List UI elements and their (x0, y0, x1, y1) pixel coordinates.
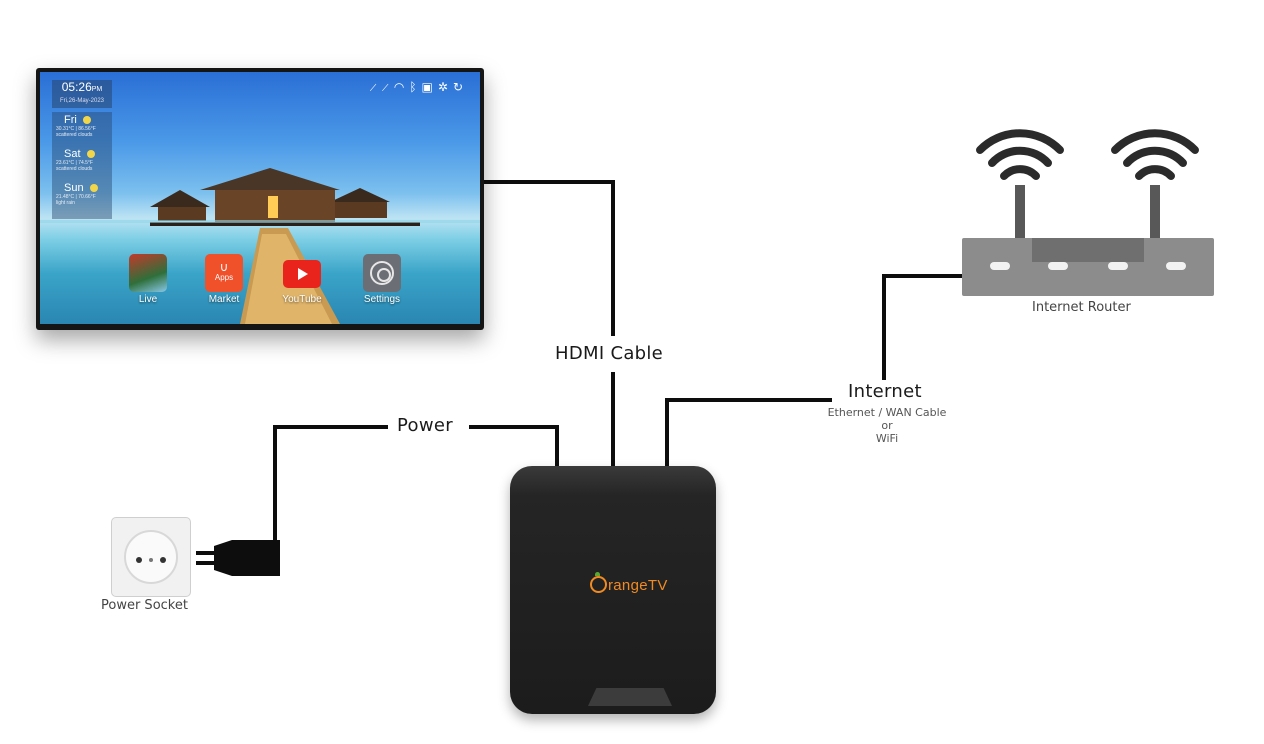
power-label: Power (397, 415, 453, 436)
weather-condition: light rain (56, 200, 75, 206)
router-led (1048, 262, 1068, 270)
weather-day: Sat 23.61°C | 74.5°F scattered clouds (52, 148, 112, 172)
hdmi-cable-label: HDMI Cable (555, 343, 664, 364)
weather-temp: 30.31°C | 86.56°F (56, 126, 96, 132)
internet-sublabel: Ethernet / WAN Cable or WiFi (812, 406, 962, 445)
power-socket-label: Power Socket (101, 598, 188, 613)
youtube-icon (283, 260, 321, 288)
router-led (1108, 262, 1128, 270)
usb-icon: ⟋ (381, 80, 394, 94)
router-label: Internet Router (1032, 300, 1131, 315)
orangetv-box: rangeTV (510, 466, 716, 714)
refresh-icon: ↻ (452, 80, 468, 94)
socket-hole (136, 557, 142, 563)
wifi-icon (976, 129, 1199, 180)
router-top-panel (1032, 238, 1144, 262)
tv-screen: 05:26PM Fri,26-May-2023 Fri 30.31°C | 86… (40, 72, 480, 324)
weather-widget: Fri 30.31°C | 86.56°F scattered clouds S… (52, 112, 112, 219)
socket-hole (160, 557, 166, 563)
market-icon: ∪ Apps (205, 254, 243, 292)
app-live[interactable]: Live (124, 254, 172, 305)
orangetv-logo: rangeTV (590, 572, 668, 594)
app-settings[interactable]: Settings (358, 254, 406, 305)
app-label: Live (138, 294, 158, 305)
weather-condition: scattered clouds (56, 166, 93, 172)
router-led (1166, 262, 1186, 270)
app-label: Market (208, 294, 240, 305)
power-socket (111, 517, 191, 597)
sun-icon (89, 184, 98, 193)
internet-sub-ethernet: Ethernet / WAN Cable (827, 406, 947, 419)
box-base (588, 688, 672, 706)
app-youtube[interactable]: YouTube (278, 254, 326, 305)
router-led (990, 262, 1010, 270)
tv: 05:26PM Fri,26-May-2023 Fri 30.31°C | 86… (36, 68, 484, 330)
sun-icon (86, 150, 95, 159)
weather-day-name: Sat (64, 148, 81, 160)
internet-router (962, 238, 1214, 296)
image-icon: ▣ (421, 80, 438, 94)
brand-name: rangeTV (608, 577, 668, 594)
clock-time: 05:26 (61, 80, 92, 94)
sun-icon (82, 116, 91, 125)
weather-temp: 23.61°C | 74.5°F (56, 160, 93, 166)
internet-cable-upper (882, 274, 962, 380)
status-bar-icons: ⟋⟋◠ᛒ▣✲↻ (369, 80, 468, 94)
app-label: YouTube (282, 294, 322, 305)
app-label: Settings (363, 294, 401, 305)
live-tv-icon (129, 254, 167, 292)
weather-condition: scattered clouds (56, 132, 93, 138)
router-antennas (1015, 185, 1160, 241)
power-cable (273, 425, 388, 548)
orange-logo-icon (590, 572, 607, 593)
wifi-status-icon: ◠ (393, 80, 410, 94)
weather-day-name: Sun (64, 182, 84, 194)
weather-day-name: Fri (64, 114, 77, 126)
internet-sub-wifi: WiFi (875, 432, 899, 445)
socket-outlet (124, 530, 178, 584)
internet-cable (665, 398, 832, 468)
clock-ampm: PM (91, 86, 103, 93)
power-cable-right (469, 425, 559, 468)
power-plug (196, 540, 280, 576)
bluetooth-icon: ᛒ (409, 80, 422, 94)
settings-gear-icon (363, 254, 401, 292)
app-market[interactable]: ∪ Apps Market (200, 254, 248, 305)
clock-widget: 05:26PM Fri,26-May-2023 (52, 80, 112, 108)
usb-icon: ⟋ (369, 80, 382, 94)
market-tile-text: Apps (214, 273, 234, 282)
weather-day: Fri 30.31°C | 86.56°F scattered clouds (52, 114, 112, 138)
internet-sub-or: or (881, 419, 893, 432)
clock-date: Fri,26-May-2023 (59, 98, 104, 104)
internet-label: Internet (848, 381, 922, 402)
hdmi-cable (484, 180, 615, 336)
weather-day: Sun 21.48°C | 70.66°F light rain (52, 182, 112, 206)
cleaner-icon: ✲ (437, 80, 453, 94)
weather-temp: 21.48°C | 70.66°F (56, 194, 96, 200)
socket-ground (149, 558, 153, 562)
